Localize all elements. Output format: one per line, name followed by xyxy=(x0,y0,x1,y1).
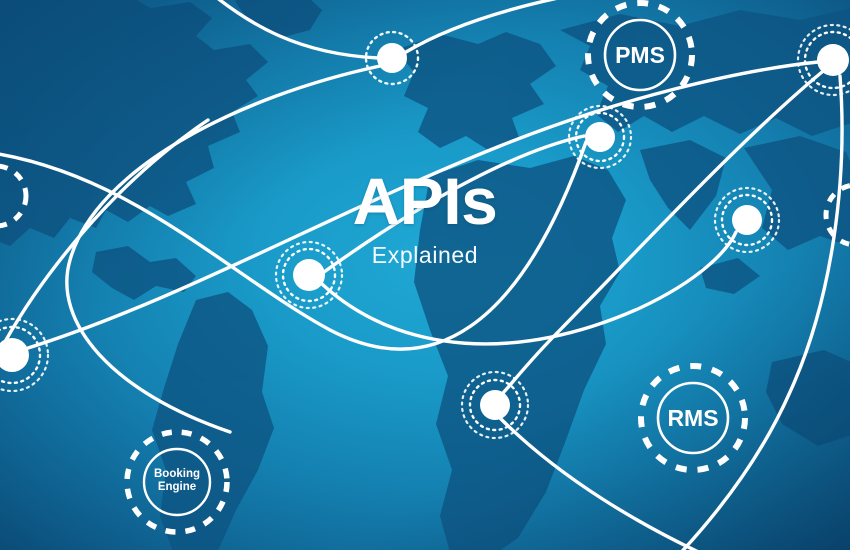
connection-arc-left-dot-to-hub xyxy=(26,60,820,350)
labeled-node-pms[interactable] xyxy=(585,0,695,110)
node-right-mid[interactable] xyxy=(713,186,781,254)
connection-arc-top-sweep xyxy=(217,0,380,60)
connection-arc-hub-right-down xyxy=(680,74,844,550)
node-ring-inner-icon xyxy=(720,193,774,247)
node-ring-inner-icon xyxy=(803,30,850,90)
node-ring-outer-icon xyxy=(460,370,530,440)
booking-engine-dashed-ring-icon xyxy=(124,429,230,535)
node-ring-outer-icon xyxy=(274,240,344,310)
node-ring-outer-icon xyxy=(364,30,420,86)
node-top-right-hub[interactable] xyxy=(796,23,850,97)
node-dot-icon xyxy=(585,122,615,152)
ring-right-edge xyxy=(823,183,850,247)
connection-arc-top-right xyxy=(404,0,557,54)
node-ring-inner-icon xyxy=(468,378,522,432)
node-dot-icon xyxy=(377,43,407,73)
node-dot-icon xyxy=(293,259,325,291)
node-top-left-arc[interactable] xyxy=(364,30,420,86)
connection-arc-left-dot-up xyxy=(4,118,210,342)
dashed-ring-icon xyxy=(0,163,29,229)
connection-arc-lower-center xyxy=(498,416,699,550)
node-ring-inner-icon xyxy=(0,325,42,385)
pms-dashed-ring-icon xyxy=(585,0,695,110)
node-ring-outer-icon xyxy=(713,186,781,254)
labeled-node-booking-engine[interactable] xyxy=(124,429,230,535)
node-center-left[interactable] xyxy=(274,240,344,310)
connection-arc-lower-sweep xyxy=(320,230,738,346)
node-ring-inner-icon xyxy=(281,247,337,303)
node-dot-icon xyxy=(0,338,29,372)
node-ring-outer-icon xyxy=(796,23,850,97)
node-ring-inner-icon xyxy=(574,111,626,163)
connection-arc-upper-in xyxy=(0,140,588,351)
connection-arc-center-band xyxy=(322,134,586,274)
node-dot-icon xyxy=(817,44,849,76)
node-upper-mid[interactable] xyxy=(567,104,633,170)
rms-solid-ring-icon xyxy=(656,381,730,455)
connection-arc-hub-down xyxy=(500,70,824,396)
node-left-edge-dot[interactable] xyxy=(0,317,50,393)
node-lower-center[interactable] xyxy=(460,370,530,440)
node-dot-icon xyxy=(480,390,510,420)
node-ring-outer-icon xyxy=(567,104,633,170)
node-dot-icon xyxy=(732,205,762,235)
pms-solid-ring-icon xyxy=(603,18,677,92)
node-ring-outer-icon xyxy=(0,317,50,393)
labeled-node-rms[interactable] xyxy=(638,363,748,473)
dashed-ring-icon xyxy=(823,183,850,247)
connection-arc-left-big xyxy=(65,64,382,434)
booking-engine-solid-ring-icon xyxy=(142,447,212,517)
rms-dashed-ring-icon xyxy=(638,363,748,473)
ring-left-edge-upper xyxy=(0,163,29,229)
